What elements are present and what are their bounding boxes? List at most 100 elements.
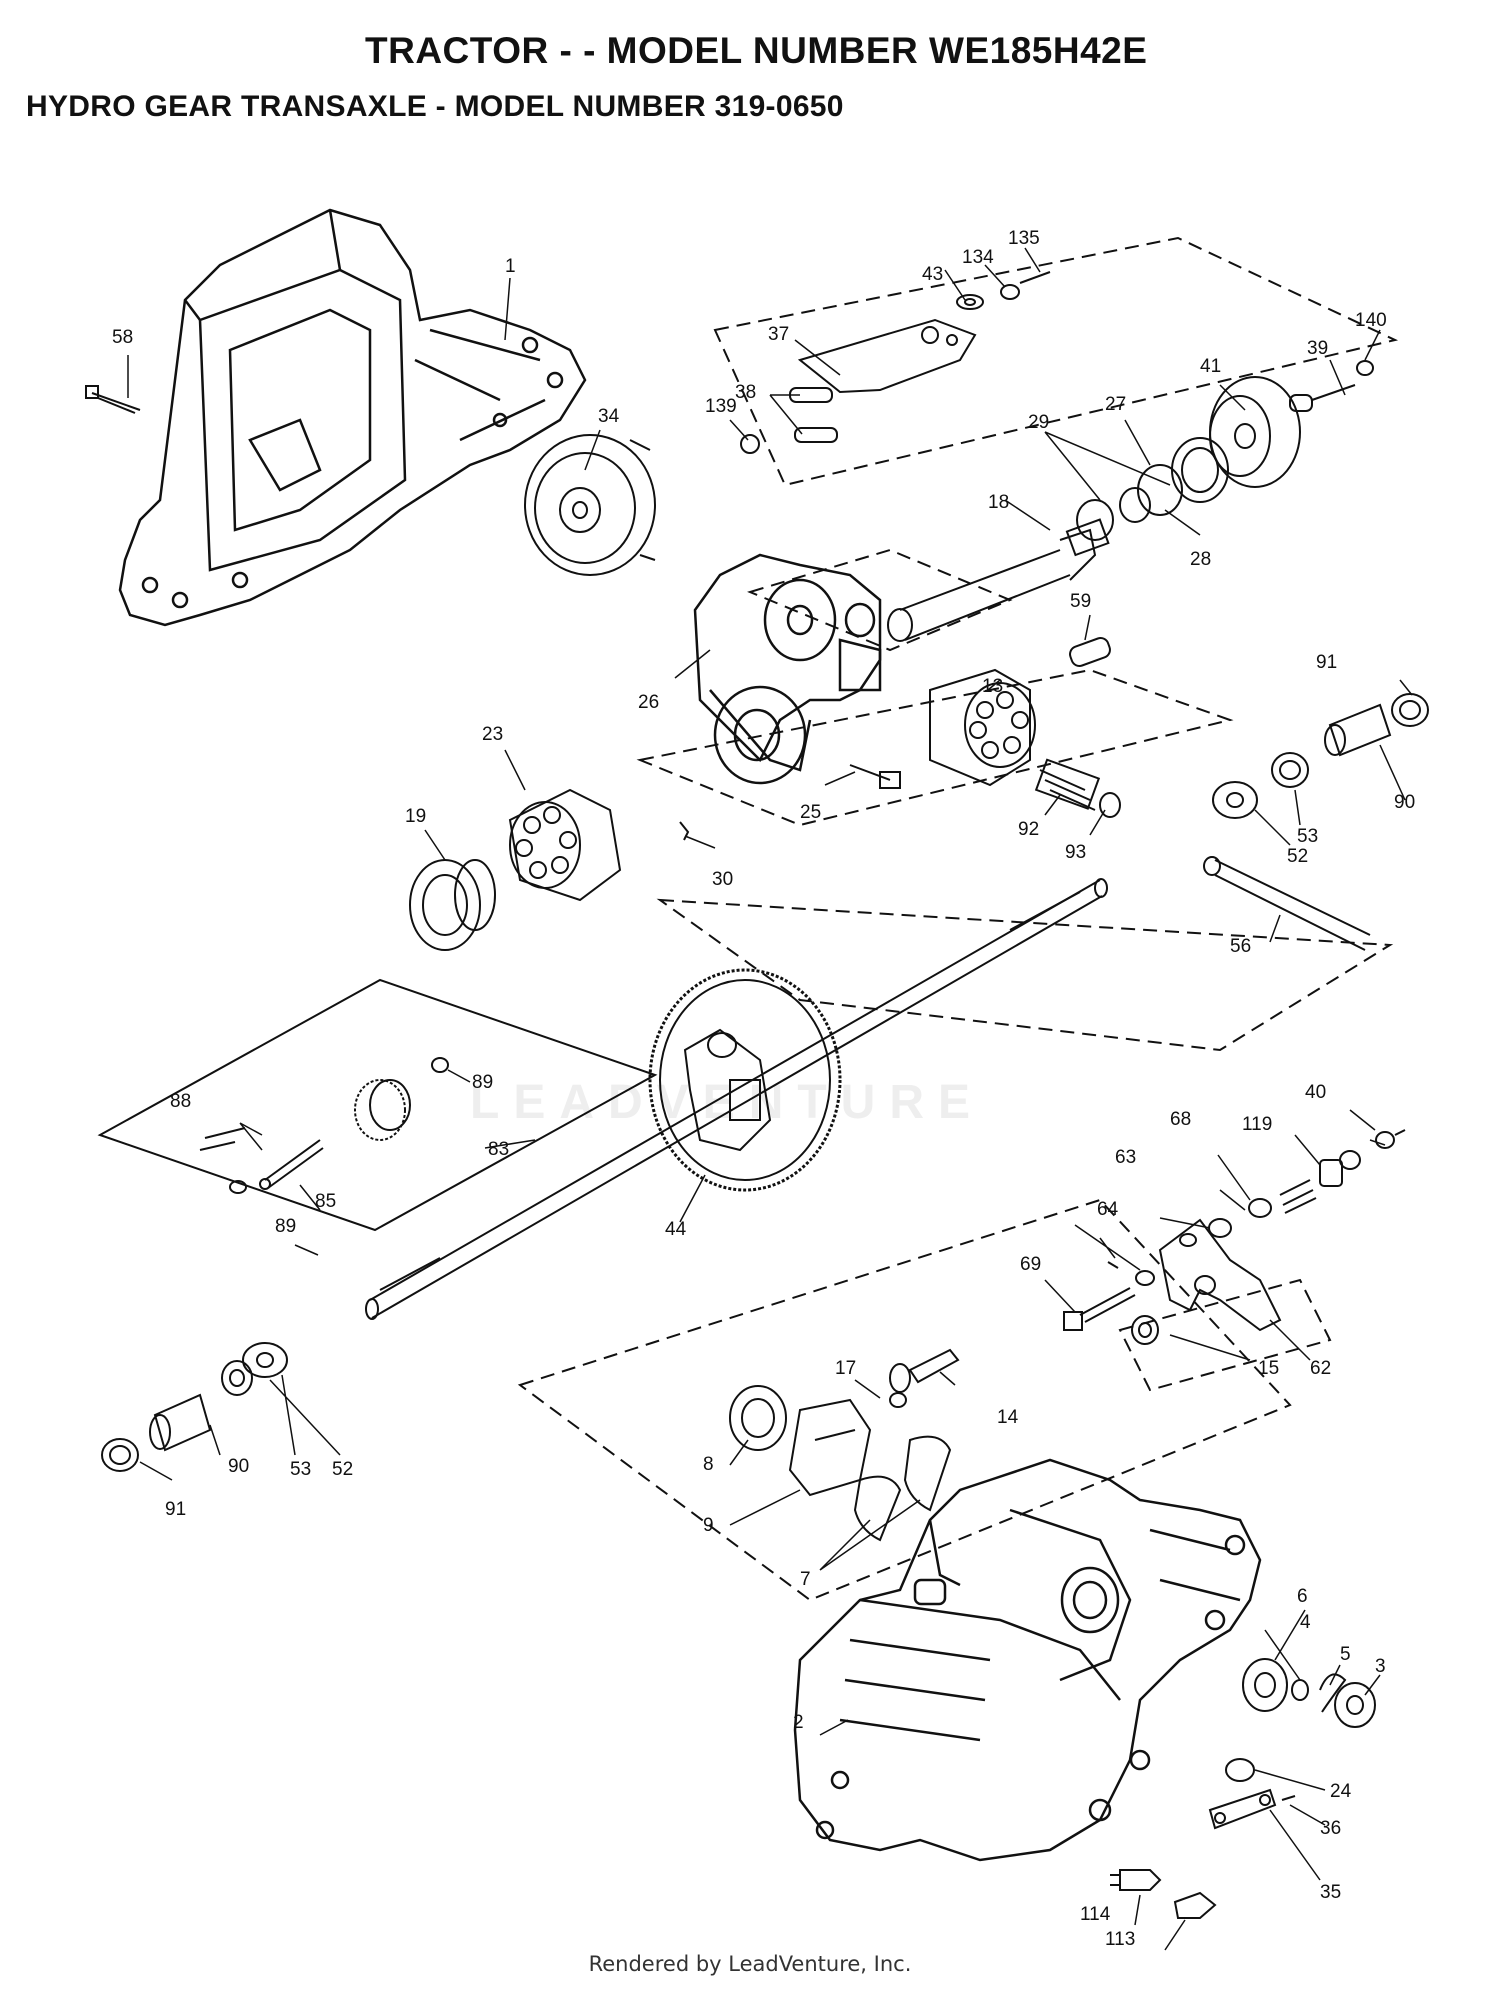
- end-cap-41-part: [1076, 360, 1374, 541]
- callout: 59: [1070, 591, 1091, 612]
- callout: 91: [1316, 652, 1337, 673]
- callout: 68: [1170, 1109, 1191, 1130]
- callout: 140: [1355, 310, 1387, 331]
- clip-5-part: [1319, 1673, 1347, 1713]
- pin-30-part: [679, 821, 690, 841]
- callout: 27: [1105, 394, 1126, 415]
- input-shaft-18-part: [887, 518, 1110, 642]
- brake-pucks-7-part: [853, 1435, 952, 1542]
- pin-59-part: [1069, 637, 1111, 667]
- bearing-8-part: [729, 1385, 787, 1451]
- callout: 19: [405, 806, 426, 827]
- callout: 39: [1307, 338, 1328, 359]
- washer-53-part: [1271, 752, 1309, 788]
- differential-gear-44-part: [648, 968, 842, 1192]
- callout: 135: [1008, 228, 1040, 249]
- callout: 23: [482, 724, 503, 745]
- callout: 85: [315, 1191, 336, 1212]
- center-section-26-part: [693, 553, 882, 785]
- shaft-14-part: [889, 1348, 960, 1408]
- callout: 18: [988, 492, 1009, 513]
- callout: 9: [703, 1515, 714, 1536]
- linkage-kit-box: [713, 236, 1399, 487]
- callout: 53: [290, 1459, 311, 1480]
- washer-53-left-part: [221, 1360, 253, 1396]
- callout: 17: [835, 1358, 856, 1379]
- valve-25-part: [849, 764, 901, 789]
- callout: 40: [1305, 1082, 1326, 1103]
- callout: 28: [1190, 549, 1211, 570]
- bracket-kit-box: [1118, 1278, 1332, 1392]
- seal-3-part: [1334, 1682, 1376, 1728]
- callout: 90: [228, 1456, 249, 1477]
- callout: 3: [1375, 1656, 1386, 1677]
- pinion-gear-part: [199, 1057, 449, 1194]
- plug-113-part: [1173, 1891, 1217, 1919]
- callout: 38: [735, 382, 756, 403]
- callout: 83: [488, 1139, 509, 1160]
- callout: 8: [703, 1454, 714, 1475]
- callout: 14: [997, 1407, 1019, 1428]
- callout: 56: [1230, 936, 1251, 957]
- callout-labels-left: 90 53 52 91 89: [165, 1216, 353, 1520]
- callout-labels: 1 58 34 135 134 43 37 38 139 140 39 41 2…: [112, 228, 1415, 1950]
- callout: 58: [112, 327, 133, 348]
- callout: 89: [275, 1216, 296, 1237]
- callout: 36: [1320, 1818, 1341, 1839]
- callout: 15: [1258, 1358, 1279, 1379]
- callout: 69: [1020, 1254, 1041, 1275]
- motor-kit-box: [656, 898, 1394, 1052]
- callout: 113: [1105, 1929, 1135, 1950]
- callout: 29: [1028, 412, 1049, 433]
- pump-kit-box: [747, 548, 1013, 652]
- callout: 89: [472, 1072, 493, 1093]
- linkage-37-part: [740, 271, 1051, 454]
- callout: 41: [1200, 356, 1221, 377]
- callout: 93: [1065, 842, 1086, 863]
- callout: 34: [598, 406, 620, 427]
- page-subtitle: HYDRO GEAR TRANSAXLE - MODEL NUMBER 319-…: [26, 90, 844, 123]
- callout: 139: [705, 396, 737, 417]
- washer-52-left-part: [242, 1342, 288, 1378]
- washer-52-part: [1212, 781, 1258, 819]
- cylinder-block-13-part: [929, 668, 1036, 787]
- washer-24-part: [1225, 1758, 1255, 1782]
- callout: 63: [1115, 1147, 1136, 1168]
- callout: 119: [1242, 1114, 1272, 1135]
- long-axle-part: [365, 878, 1108, 1320]
- arm-35-part: [1208, 1788, 1296, 1830]
- callout: 2: [793, 1712, 804, 1733]
- callout: 13: [982, 676, 1003, 697]
- callout: 88: [170, 1091, 191, 1112]
- callout: 43: [922, 264, 943, 285]
- callout: 30: [712, 869, 733, 890]
- callout: 92: [1018, 819, 1039, 840]
- bearing-6-part: [1242, 1658, 1288, 1712]
- leader-lines: [127, 247, 1413, 1951]
- callout: 90: [1394, 792, 1415, 813]
- callout: 26: [638, 692, 659, 713]
- callout: 114: [1080, 1904, 1111, 1925]
- upper-housing-part: [118, 208, 587, 627]
- callout: 24: [1330, 1781, 1352, 1802]
- callout: 62: [1310, 1358, 1331, 1379]
- bolt-58-part: [85, 385, 141, 414]
- bearing-19-part: [409, 859, 496, 951]
- seal-91-part: [1391, 693, 1429, 727]
- callout: 44: [665, 1219, 687, 1240]
- brake-9-part: [788, 1398, 872, 1497]
- bushing-90-part: [1324, 703, 1392, 757]
- bushing-90-left-part: [149, 1393, 212, 1452]
- callout: 35: [1320, 1882, 1341, 1903]
- lower-housing-part: [793, 1458, 1262, 1862]
- shaft-kit-box: [636, 668, 1234, 827]
- callout: 52: [1287, 846, 1308, 867]
- callout: 5: [1340, 1644, 1351, 1665]
- callout: 52: [332, 1459, 353, 1480]
- page-title: TRACTOR - - MODEL NUMBER WE185H42E: [365, 30, 1148, 71]
- fitting-114-part: [1110, 1869, 1162, 1891]
- pulley-34-part: [524, 434, 656, 576]
- callout: 64: [1097, 1199, 1119, 1220]
- cylinder-block-23-part: [508, 788, 622, 902]
- callout: 134: [962, 247, 994, 268]
